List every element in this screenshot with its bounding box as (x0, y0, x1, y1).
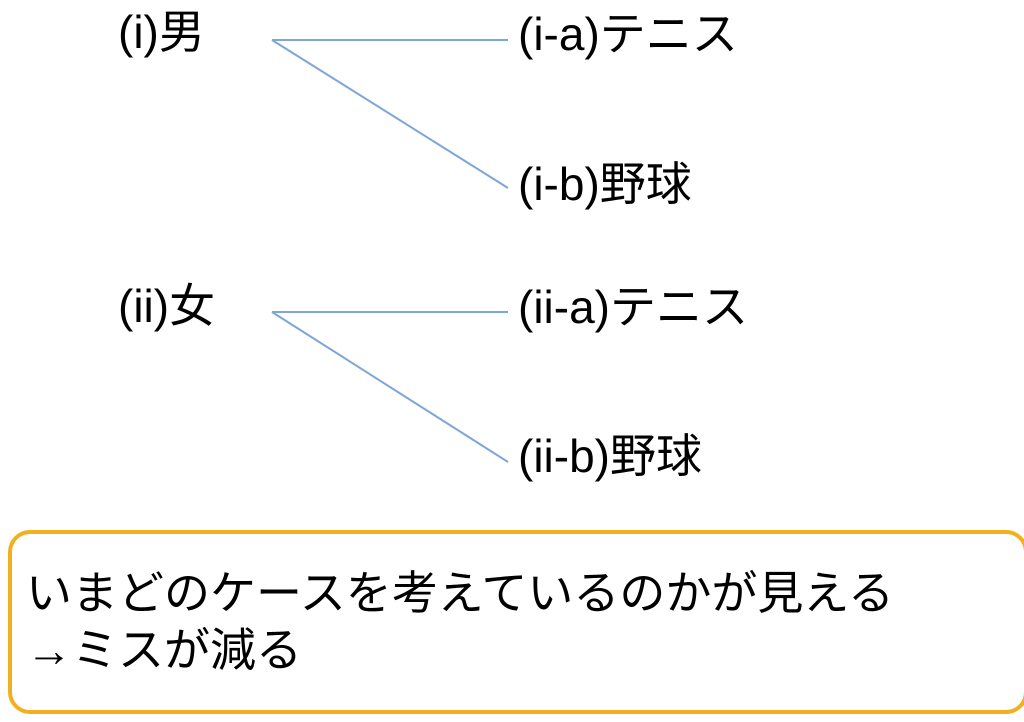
node-iib-baseball: (ii-b)野球 (518, 430, 702, 482)
connector-i-to-ib (271, 39, 509, 189)
note-box: いまどのケースを考えているのかが見える →ミスが減る (8, 530, 1024, 714)
node-ii-female: (ii)女 (118, 280, 216, 332)
note-line-1: いまどのケースを考えているのかが見える (26, 566, 895, 619)
note-line-2: →ミスが減る (26, 624, 302, 676)
connector-ii-to-iib (271, 311, 509, 463)
node-ib-baseball: (i-b)野球 (518, 158, 692, 210)
node-i-male: (i)男 (118, 6, 205, 58)
node-iia-tennis: (ii-a)テニス (518, 281, 748, 333)
node-ia-tennis: (i-a)テニス (518, 8, 738, 60)
